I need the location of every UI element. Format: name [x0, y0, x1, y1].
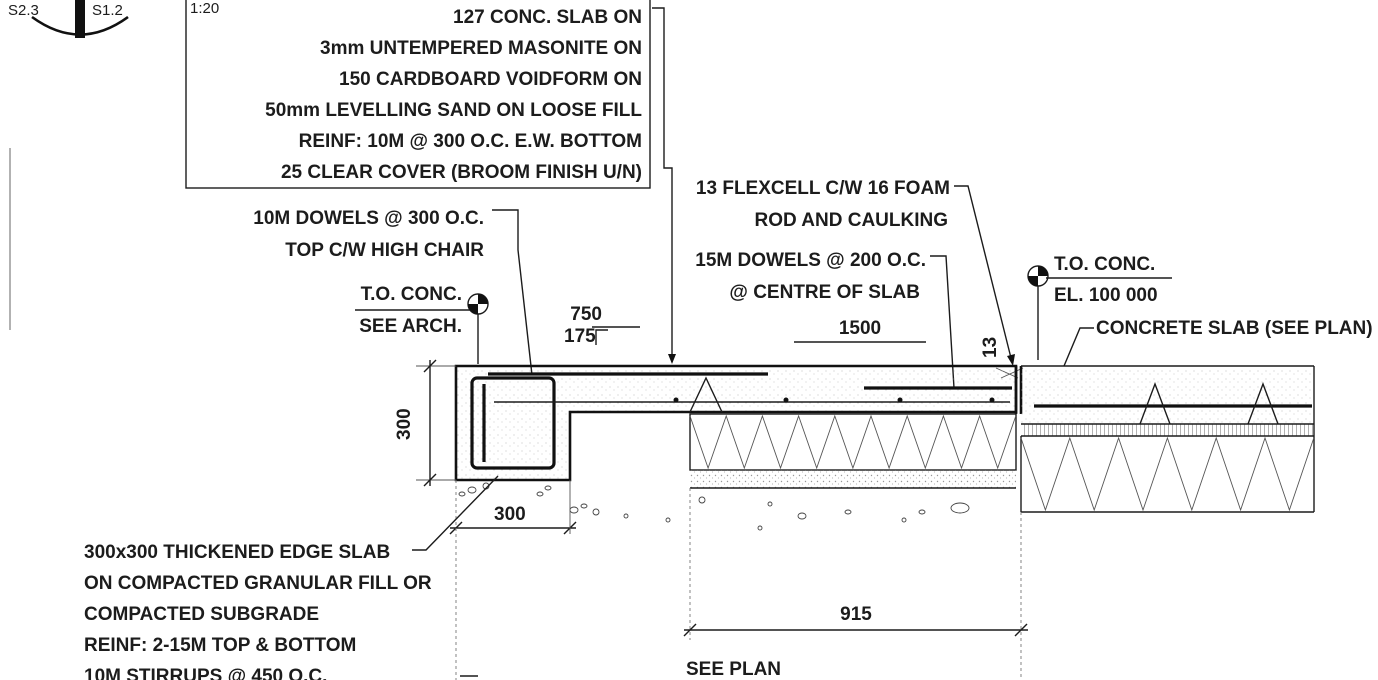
slab-note-frame [185, 0, 651, 189]
elevation-marker-left: T.O. CONC. SEE ARCH. [355, 284, 489, 364]
voidform-left [689, 413, 1017, 471]
dim-13-label: 13 [980, 337, 1001, 358]
voidform-left-zigzag [689, 414, 1017, 470]
levelling-sand [690, 470, 1016, 488]
see-plan-label: SEE PLAN [686, 659, 781, 680]
right-slab-masonite [1021, 424, 1314, 436]
slab-note-line-2: 3mm UNTEMPERED MASONITE ON [320, 38, 642, 59]
dim-300-horiz-label: 300 [494, 504, 526, 525]
dowel-note-mid-leader [930, 255, 955, 389]
elevation-marker-right: T.O. CONC. EL. 100 000 [1027, 254, 1172, 360]
slab-note-line-6: 25 CLEAR COVER (BROOM FINISH U/N) [281, 162, 642, 183]
dowel-note-left-line-2: TOP C/W HIGH CHAIR [285, 240, 484, 261]
dim-1500-label: 1500 [839, 318, 881, 339]
joint-note-leader [954, 185, 1013, 363]
dowel-note-left-line-1: 10M DOWELS @ 300 O.C. [253, 208, 484, 229]
dim-750-label: 750 [570, 304, 602, 325]
concrete-slab-leader [1063, 327, 1094, 367]
edge-note-line-4: REINF: 2-15M TOP & BOTTOM [84, 635, 356, 656]
slab-note-line-1: 127 CONC. SLAB ON [453, 7, 642, 28]
slab-note-line-5: REINF: 10M @ 300 O.C. E.W. BOTTOM [299, 131, 642, 152]
voidform-right-zigzag [1020, 436, 1315, 512]
slab-note-line-4: 50mm LEVELLING SAND ON LOOSE FILL [265, 100, 642, 121]
dowel-note-left-leader [492, 209, 533, 376]
section-marker: S2.3 S1.2 [8, 0, 129, 38]
edge-note-line-1: 300x300 THICKENED EDGE SLAB [84, 542, 390, 563]
elev-left-line-1: T.O. CONC. [361, 284, 462, 305]
stirrup [470, 376, 556, 470]
granular-fill [458, 482, 970, 531]
dim-175-marker [595, 329, 608, 345]
dowel-note-mid-line-1: 15M DOWELS @ 200 O.C. [695, 250, 926, 271]
dowel-note-mid-line-2: @ CENTRE OF SLAB [729, 282, 920, 303]
dim-175-label: 175 [564, 326, 596, 347]
slab-note-line-3: 150 CARDBOARD VOIDFORM ON [339, 69, 642, 90]
elev-right-line-2: EL. 100 000 [1054, 285, 1158, 306]
section-ref-left: S2.3 [8, 2, 39, 19]
dim-915-label: 915 [840, 604, 872, 625]
concrete-slab-note: CONCRETE SLAB (SEE PLAN) [1096, 318, 1373, 339]
cardboard-voidform [689, 366, 1315, 513]
edge-note-line-5: 10M STIRRUPS @ 450 O.C. [84, 666, 327, 680]
slab-note-leader [652, 7, 673, 362]
section-ref-right: S1.2 [92, 2, 123, 19]
edge-note-line-3: COMPACTED SUBGRADE [84, 604, 319, 625]
edge-slab-note: 300x300 THICKENED EDGE SLAB ON COMPACTED… [84, 475, 499, 680]
joint-note-line-2: ROD AND CAULKING [754, 210, 948, 231]
edge-note-line-2: ON COMPACTED GRANULAR FILL OR [84, 573, 432, 594]
joint-note-line-1: 13 FLEXCELL C/W 16 FOAM [696, 178, 950, 199]
edge-note-leader [412, 475, 499, 551]
section-marker-stem [75, 0, 85, 38]
dim-300-vert-label: 300 [394, 408, 415, 440]
slab-note-arrow [668, 354, 676, 364]
scale-label: 1:20 [190, 0, 219, 17]
slab-section [454, 364, 1314, 482]
slab-note-box: 1:20 127 CONC. SLAB ON 3mm UNTEMPERED MA… [185, 0, 651, 189]
high-chair [689, 376, 723, 413]
elev-left-line-2: SEE ARCH. [359, 316, 462, 337]
elev-right-line-1: T.O. CONC. [1054, 254, 1155, 275]
